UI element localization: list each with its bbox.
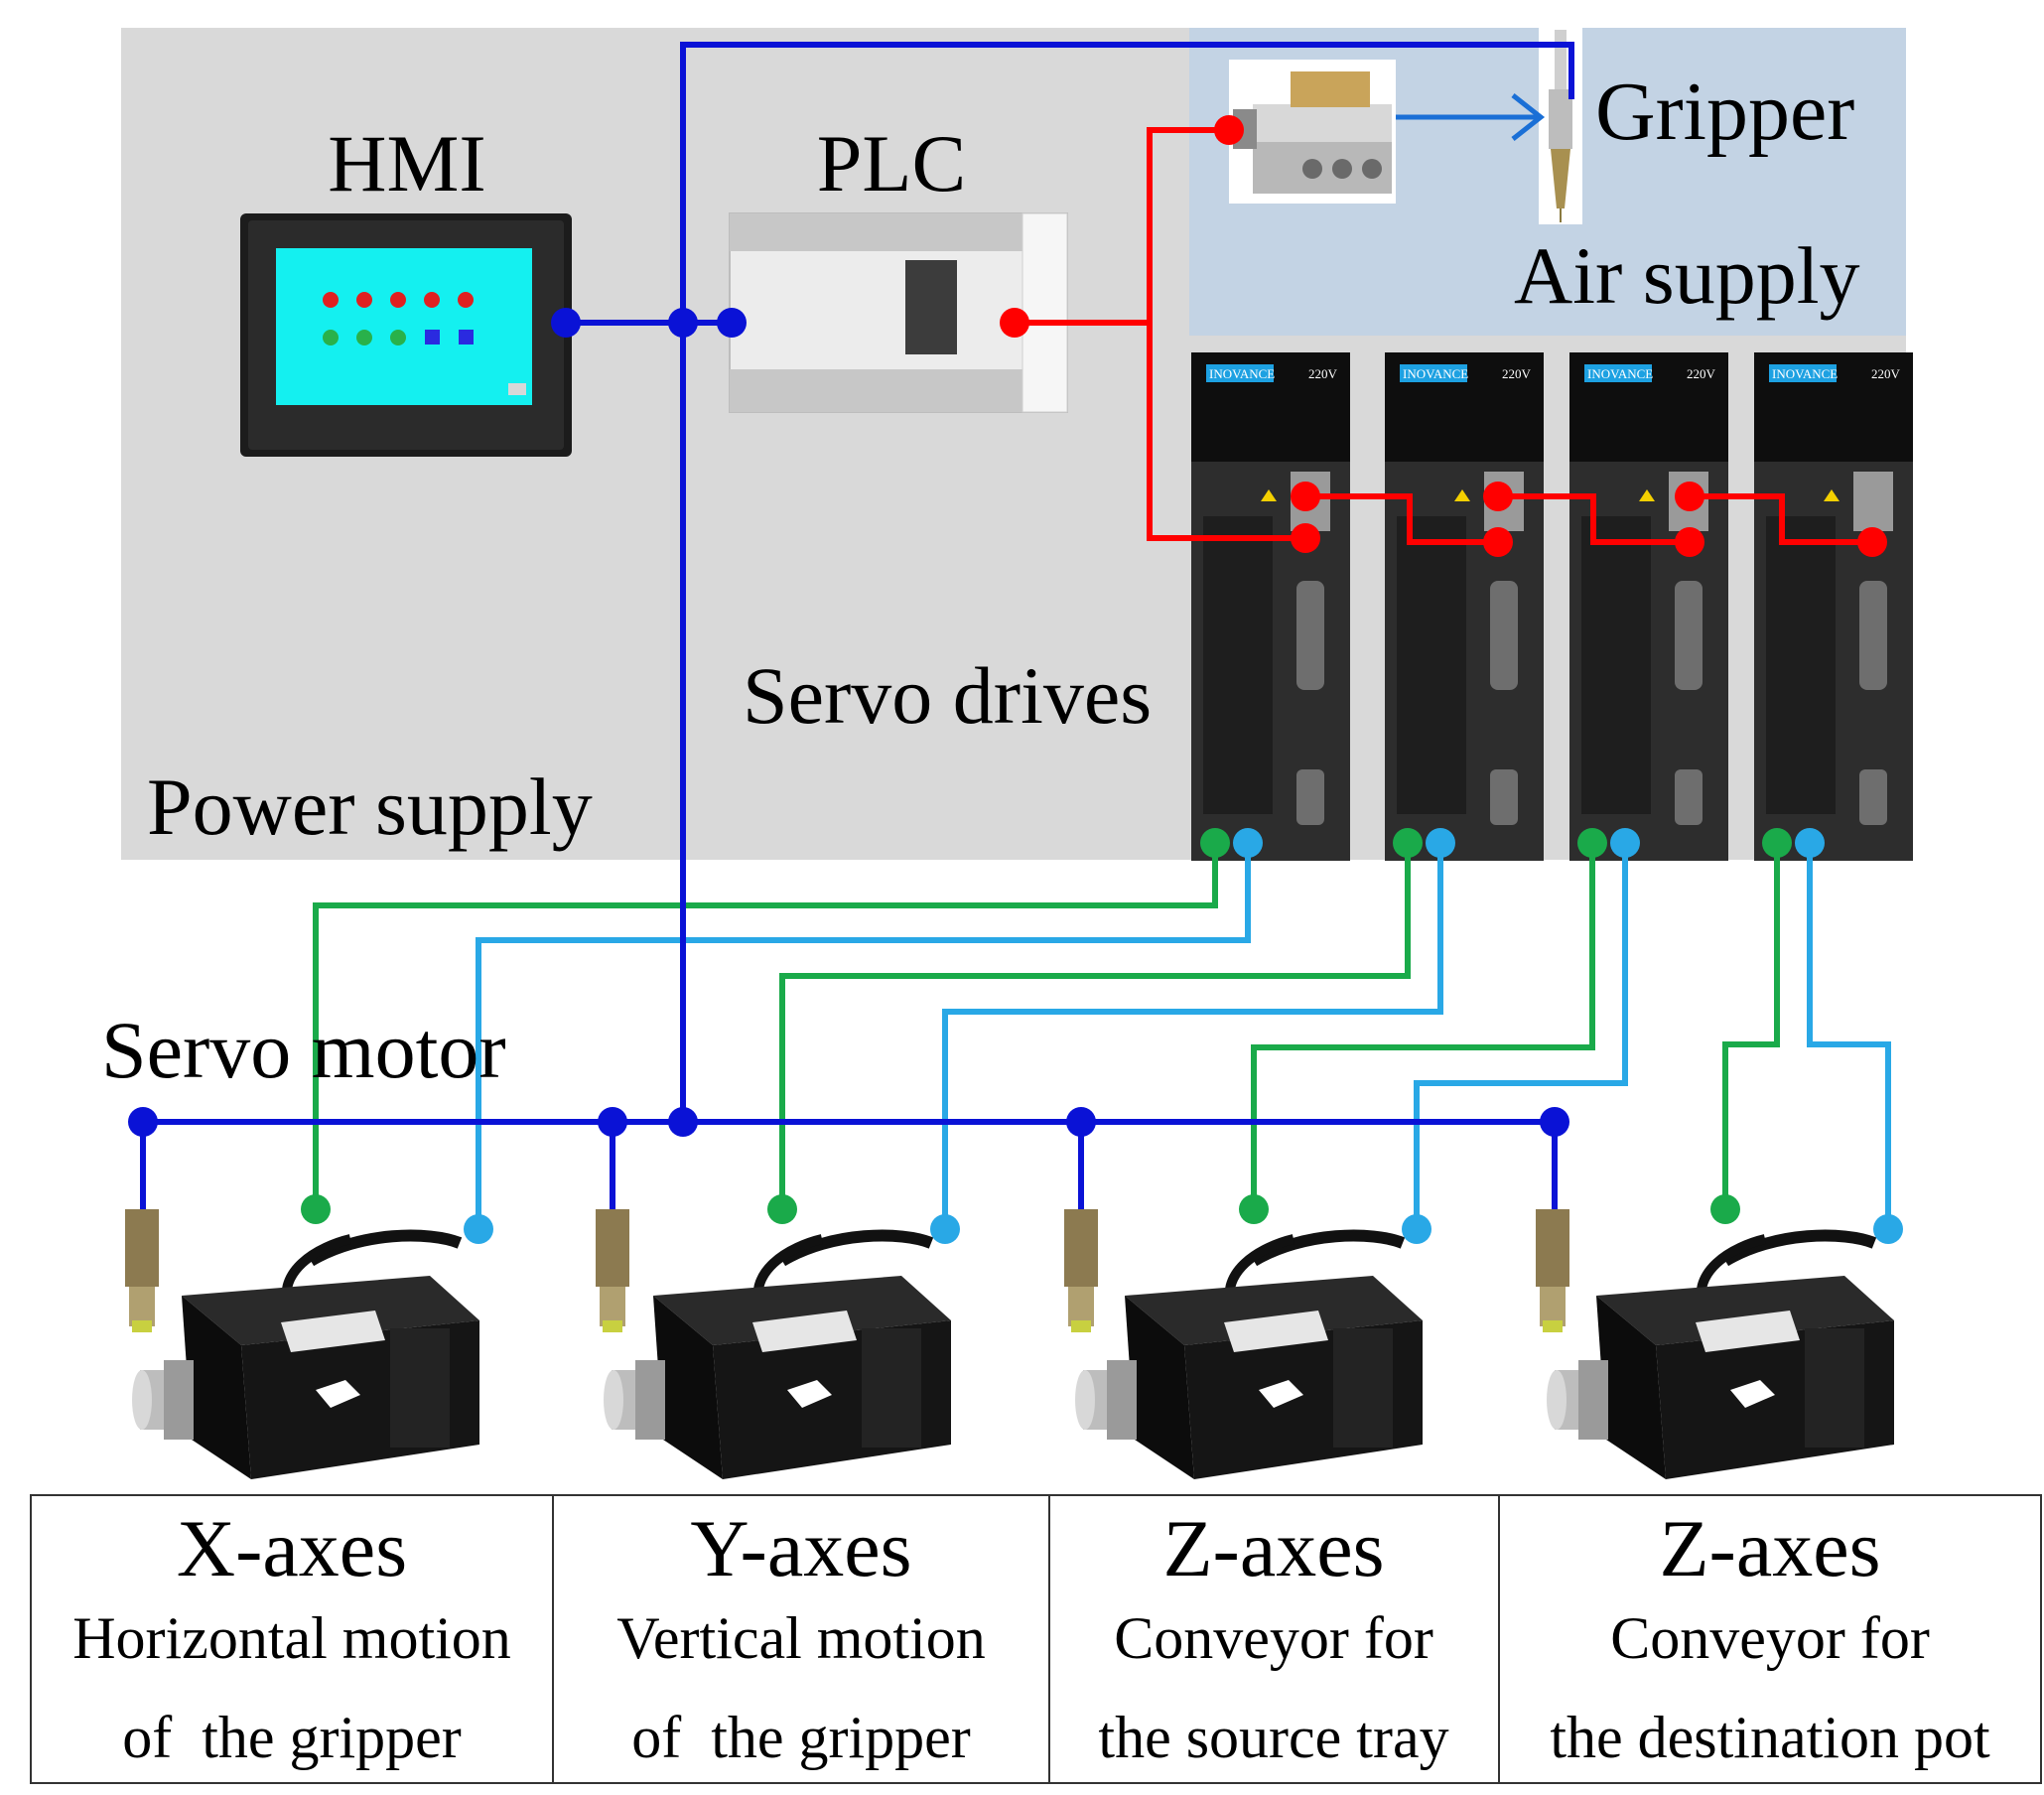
connection-dots <box>128 115 1903 1244</box>
air-supply-label: Air supply <box>1514 230 1860 321</box>
motor1-power-dot <box>301 1194 331 1224</box>
sensor4-power-dot <box>1540 1107 1569 1137</box>
servo-drive-2: INOVANCE 220V <box>1385 352 1544 861</box>
motor-power-wire-4 <box>1722 843 1780 1207</box>
drive-brand: INOVANCE <box>1403 366 1468 381</box>
motor-power-wire-1 <box>313 843 1218 1207</box>
servo-motor-3 <box>1075 1229 1423 1479</box>
encoder-wire-3 <box>1414 843 1628 1226</box>
encoder-wire-2 <box>942 843 1443 1226</box>
motor3-power-dot <box>1239 1194 1269 1224</box>
axis-2-desc-2: of the gripper <box>631 1705 971 1770</box>
hmi-device <box>240 213 572 457</box>
axis-4-desc-1: Conveyor for <box>1610 1605 1930 1671</box>
air-valve <box>1229 60 1396 204</box>
axes-table: X-axes Horizontal motion of the gripper … <box>30 1494 2042 1784</box>
encoder-wires <box>476 843 1891 1226</box>
gripper-label: Gripper <box>1595 66 1854 158</box>
hmi-power-port <box>551 308 581 338</box>
encoder-wire-1 <box>476 843 1251 1226</box>
ethercat-wires <box>1015 127 1872 545</box>
drive3-port-in <box>1675 482 1704 511</box>
axis-3-title: Z-axes <box>1162 1503 1384 1593</box>
servo-motor-2 <box>604 1229 951 1479</box>
motor-power-wires <box>313 843 1780 1207</box>
hmi-screen <box>276 248 532 405</box>
motor3-encoder-dot <box>1402 1214 1431 1244</box>
motor-power-wire-3 <box>1251 843 1595 1207</box>
proximity-sensor-2 <box>596 1209 629 1332</box>
axis-4-title: Z-axes <box>1659 1503 1880 1593</box>
sensor3-power-dot <box>1066 1107 1096 1137</box>
sensor2-power-dot <box>598 1107 627 1137</box>
motor2-power-dot <box>767 1194 797 1224</box>
drive2-encoder-port <box>1426 828 1455 858</box>
drive-voltage: 220V <box>1502 366 1532 381</box>
drive2-port-out <box>1483 527 1513 557</box>
drive-voltage: 220V <box>1871 366 1901 381</box>
drive3-motor-port <box>1577 828 1607 858</box>
gripper-tool <box>1539 28 1582 224</box>
drive1-port-in <box>1291 482 1320 511</box>
axis-2-title: Y-axes <box>690 1503 911 1593</box>
servo-drive-1: INOVANCE 220V <box>1191 352 1350 861</box>
servo-motors <box>132 1229 1894 1479</box>
power-junction <box>668 308 698 338</box>
drive2-motor-port <box>1393 828 1423 858</box>
motor-bus-junction <box>668 1107 698 1137</box>
drive-voltage: 220V <box>1687 366 1716 381</box>
drive1-encoder-port <box>1233 828 1263 858</box>
motor2-encoder-dot <box>930 1214 960 1244</box>
axis-1-desc-2: of the gripper <box>122 1705 462 1770</box>
motor1-encoder-dot <box>464 1214 493 1244</box>
hmi-label: HMI <box>328 118 485 208</box>
drive4-encoder-port <box>1795 828 1825 858</box>
drive2-port-in <box>1483 482 1513 511</box>
power-supply-label: Power supply <box>147 761 593 852</box>
servo-drive-4: INOVANCE 220V <box>1754 352 1913 861</box>
proximity-sensor-3 <box>1064 1209 1098 1332</box>
proximity-sensor-1 <box>125 1209 159 1332</box>
valve-port <box>1214 115 1244 145</box>
servo-motor-4 <box>1547 1229 1894 1479</box>
motor4-encoder-dot <box>1873 1214 1903 1244</box>
drive1-motor-port <box>1200 828 1230 858</box>
proximity-sensor-4 <box>1536 1209 1569 1332</box>
axis-1-desc-1: Horizontal motion <box>72 1605 511 1671</box>
servo-drive-3: INOVANCE 220V <box>1569 352 1728 861</box>
axis-2-desc-1: Vertical motion <box>616 1605 986 1671</box>
servo-motor-label: Servo motor <box>101 1005 506 1095</box>
proximity-sensors <box>125 1209 1569 1332</box>
plc-label: PLC <box>817 118 966 208</box>
servo-motor-1 <box>132 1229 479 1479</box>
axis-3-desc-1: Conveyor for <box>1114 1605 1433 1671</box>
hmi-buttons <box>323 292 526 395</box>
servo-drives-label: Servo drives <box>743 650 1152 741</box>
drive-brand: INOVANCE <box>1209 366 1275 381</box>
plc-power-port <box>717 308 747 338</box>
drive-brand: INOVANCE <box>1772 366 1838 381</box>
axis-4-desc-2: the destination pot <box>1550 1705 1990 1770</box>
sensor1-power-dot <box>128 1107 158 1137</box>
drive3-encoder-port <box>1610 828 1640 858</box>
plc-ethercat-port <box>1000 308 1029 338</box>
axis-1-title: X-axes <box>177 1503 407 1593</box>
drive1-port-out <box>1291 523 1320 553</box>
drive-brand: INOVANCE <box>1587 366 1653 381</box>
drive4-motor-port <box>1762 828 1792 858</box>
drive3-port-out <box>1675 527 1704 557</box>
axis-3-desc-2: the source tray <box>1098 1705 1448 1770</box>
encoder-wire-4 <box>1807 843 1891 1226</box>
drive4-port-out <box>1857 527 1887 557</box>
drive-voltage: 220V <box>1308 366 1338 381</box>
motor4-power-dot <box>1710 1194 1740 1224</box>
motor-power-wire-2 <box>779 843 1411 1207</box>
air-line <box>1396 93 1546 141</box>
